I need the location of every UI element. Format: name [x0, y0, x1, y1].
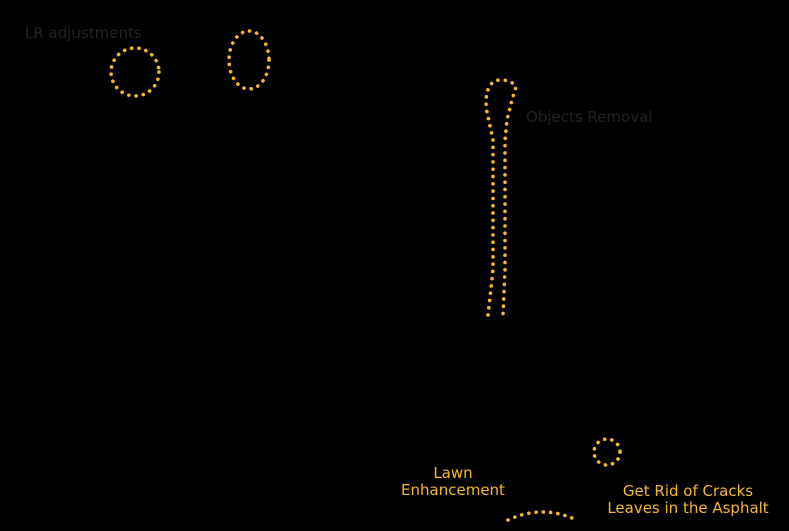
- cracks-label-line-1: Get Rid of Cracks: [622, 482, 754, 500]
- lr-adjustments-label: LR adjustments: [25, 24, 142, 42]
- objects-removal-label: Objects Removal: [526, 108, 653, 126]
- cracks-circle: [592, 437, 622, 467]
- lawn-enhancement-line-2: Enhancement: [401, 481, 505, 499]
- lawn-enhancement-arc: [506, 510, 574, 522]
- lr-adjustment-circle-right: [227, 29, 271, 91]
- cracks-label-line-2: Leaves in the Asphalt: [607, 499, 769, 517]
- lr-adjustment-circle-left: [109, 46, 161, 98]
- cracks-label: Get Rid of Cracks Leaves in the Asphalt: [596, 483, 780, 517]
- lawn-enhancement-line-1: Lawn: [433, 464, 473, 482]
- lawn-enhancement-label: Lawn Enhancement: [393, 465, 513, 499]
- objects-removal-outline: [484, 78, 518, 317]
